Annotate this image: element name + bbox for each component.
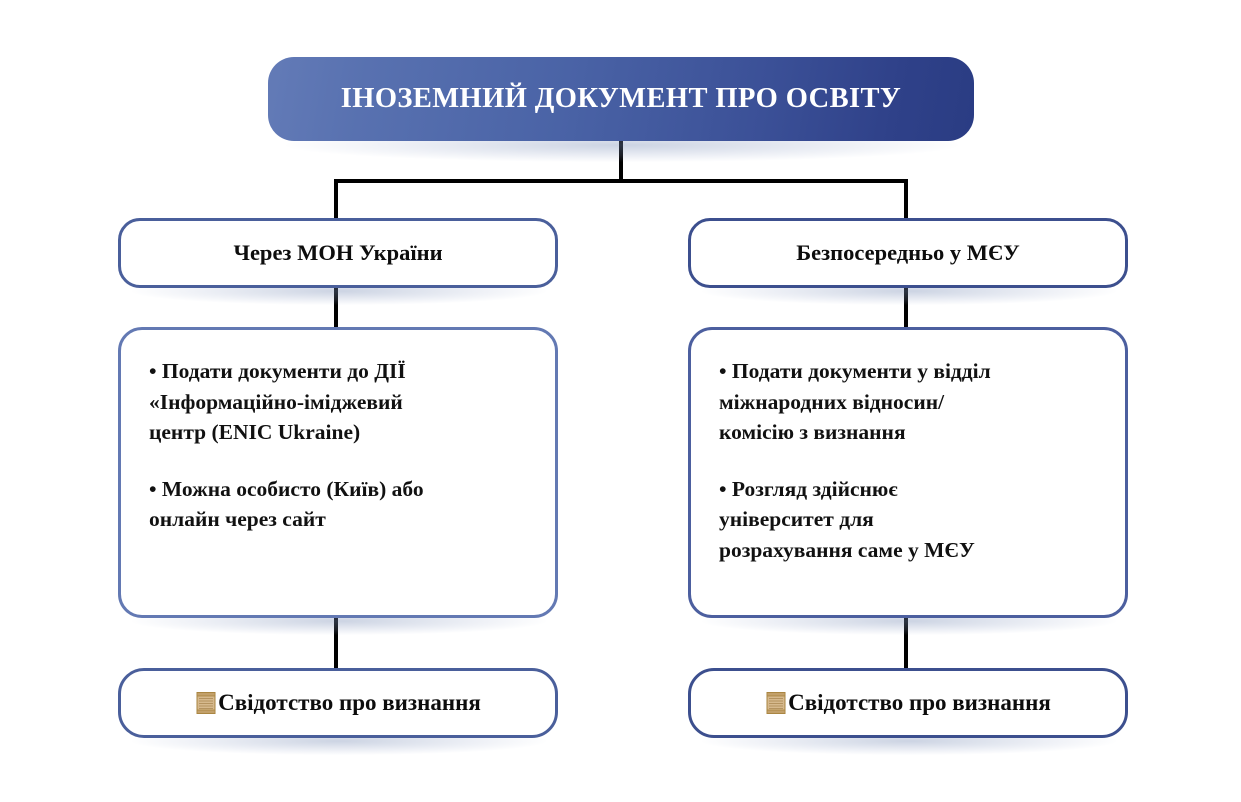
branch-details-mon: • Подати документи до ДІЇ «Інформаційно-… [118, 327, 558, 618]
branch-heading-label: Безпосередньо у МЄУ [796, 240, 1020, 265]
detail-bullet: • Подати документи у відділ міжнародних … [719, 356, 1101, 448]
branch-heading-mon: Через МОН України [118, 218, 558, 288]
branch-result-mon: Свідотство про визнання [118, 668, 558, 738]
detail-line: університет для [719, 507, 874, 532]
page-title: ІНОЗЕМНИЙ ДОКУМЕНТ ПРО ОСВІТУ [340, 83, 902, 115]
detail-line: розрахування саме у МЄУ [719, 537, 975, 562]
detail-bullet: • Подати документи до ДІЇ «Інформаційно-… [149, 356, 531, 448]
branch-result-mieu: Свідотство про визнання [688, 668, 1128, 738]
detail-line: онлайн через сайт [149, 507, 326, 532]
detail-line: міжнародних відносин/ [719, 389, 945, 414]
detail-line: центр (ENIC Ukraine) [149, 420, 361, 445]
result-content: Свідотство про визнання [765, 690, 1051, 716]
branch-heading-label: Через МОН України [233, 240, 443, 265]
scroll-icon [195, 690, 217, 716]
branch-heading-mieu: Безпосередньо у МЄУ [688, 218, 1128, 288]
detail-line: • Розгляд здійснює [719, 476, 898, 501]
branch-details-mieu: • Подати документи у відділ міжнародних … [688, 327, 1128, 618]
detail-bullet: • Можна особисто (Київ) або онлайн через… [149, 474, 531, 535]
result-label: Свідотство про визнання [788, 690, 1051, 715]
detail-line: • Можна особисто (Київ) або [149, 476, 424, 501]
detail-bullet: • Розгляд здійснює університет для розра… [719, 474, 1101, 566]
scroll-icon [765, 690, 787, 716]
detail-line: • Подати документи до ДІЇ [149, 359, 406, 383]
result-label: Свідотство про визнання [218, 690, 481, 715]
result-content: Свідотство про визнання [195, 690, 481, 716]
detail-line: комісію з визнання [719, 420, 906, 445]
detail-line: • Подати документи у відділ [719, 359, 991, 383]
detail-line: «Інформаційно-іміджевий [149, 389, 403, 414]
diagram-title-box: ІНОЗЕМНИЙ ДОКУМЕНТ ПРО ОСВІТУ [268, 57, 974, 141]
